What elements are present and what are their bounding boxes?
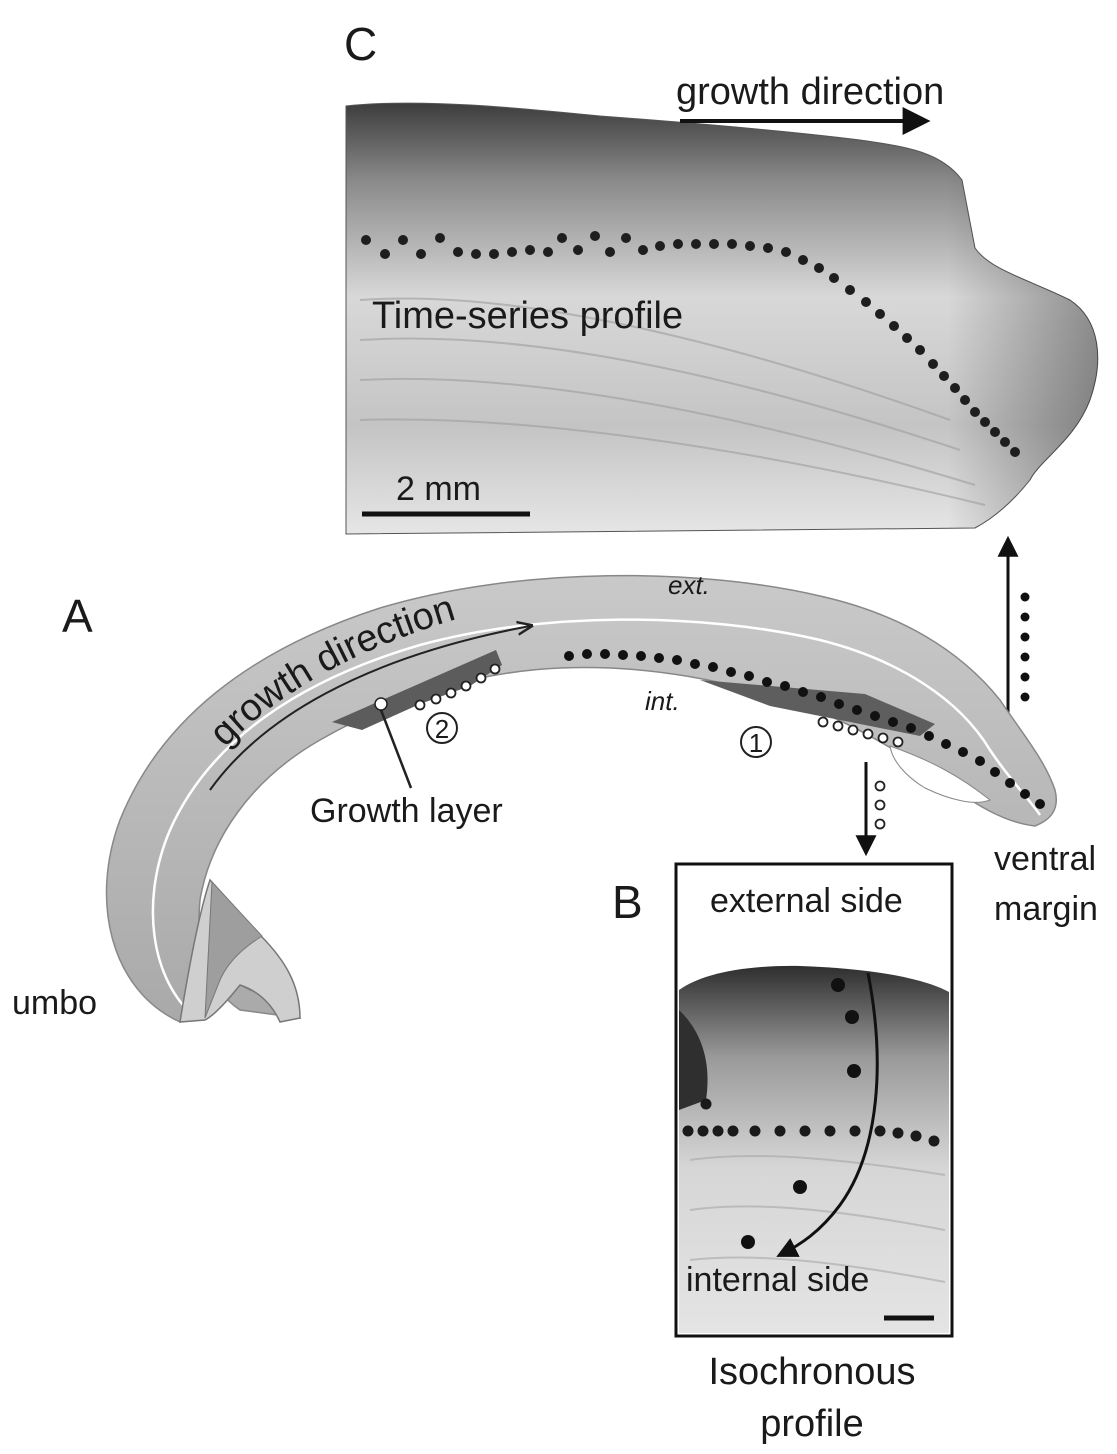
panel-c-profile-label: Time-series profile bbox=[372, 295, 683, 337]
marker-2-label: 2 bbox=[435, 714, 449, 744]
ventral-margin-label-2: margin bbox=[994, 890, 1098, 928]
panel-c-growth-direction-label: growth direction bbox=[676, 71, 944, 113]
panel-b-caption-line1: Isochronous bbox=[708, 1351, 915, 1393]
growth-layer-point bbox=[375, 698, 387, 710]
umbo-label: umbo bbox=[12, 984, 97, 1022]
panel-b-caption-line2: profile bbox=[760, 1403, 864, 1445]
marker-1-label: 1 bbox=[749, 728, 763, 758]
ventral-margin-label-1: ventral bbox=[994, 840, 1096, 878]
ventral-to-c-dots bbox=[1021, 593, 1030, 702]
panel-a-int-label: int. bbox=[645, 686, 680, 716]
panel-c-scale-label: 2 mm bbox=[396, 470, 481, 508]
panel-c-letter: C bbox=[344, 18, 377, 70]
panel-a-letter: A bbox=[62, 590, 93, 642]
panel-a-ext-label: ext. bbox=[668, 570, 710, 600]
panel-b-internal-side: internal side bbox=[686, 1261, 869, 1299]
growth-layer-leader bbox=[381, 710, 411, 788]
growth-layer-label: Growth layer bbox=[310, 792, 503, 830]
a-to-b-open-dots bbox=[876, 782, 885, 829]
panel-b-external-side: external side bbox=[710, 882, 903, 920]
panel-b-letter: B bbox=[612, 876, 643, 928]
